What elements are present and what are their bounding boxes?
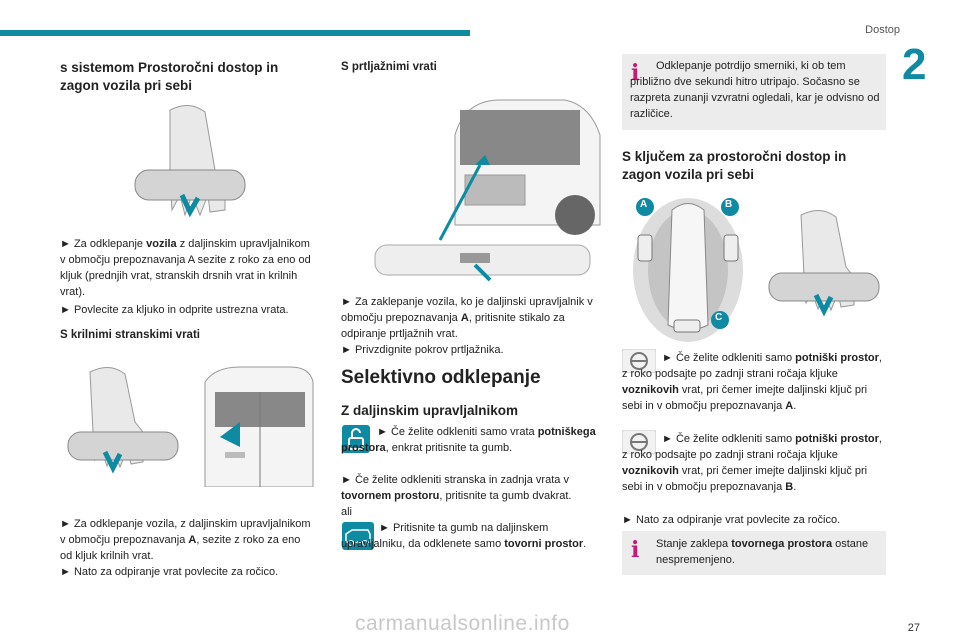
tailgate-illustration: [340, 95, 602, 285]
col1-subheading: S krilnimi stranskimi vrati: [60, 329, 200, 341]
wing-doors-illustration: [65, 362, 315, 487]
text: Stanje zaklepa: [656, 538, 732, 550]
col1-paragraph-3: ► Za odklepanje vozila, z daljinskim upr…: [60, 516, 315, 564]
text: , enkrat pritisnite ta gumb.: [385, 442, 513, 454]
text-bold: tovornega prostora: [731, 538, 833, 550]
text-bold: vozila: [146, 238, 177, 250]
text: ostane nespremenjeno.: [656, 538, 869, 566]
col2-subheading: S prtljažnimi vrati: [341, 61, 437, 73]
text-bold: potniškega prostora: [341, 426, 596, 454]
text: .: [583, 538, 587, 550]
text-bold: potniški prostor: [795, 433, 879, 445]
zone-label-c: C: [715, 312, 723, 323]
hand-handle-icon: [67, 366, 314, 487]
col2-paragraph-4: ► Če želite odkleniti stranska in zadnja…: [341, 472, 601, 504]
col1-paragraph-4: ► Nato za odpiranje vrat povlecite za ro…: [60, 566, 279, 578]
text: ► Za odklepanje: [60, 238, 147, 250]
watermark: carmanualsonline.info: [355, 612, 570, 635]
col1-title: s sistemom Prostoročni dostop in zagon v…: [60, 60, 279, 93]
info-text-2: Stanje zaklepa tovornega prostora ostane…: [656, 536, 881, 568]
detection-zones-illustration: A B C: [630, 195, 745, 345]
hand-handle-illustration: [130, 100, 250, 230]
col2-ali: ali: [341, 506, 353, 518]
info-icon: i: [631, 537, 640, 563]
hand-handle-illustration-2: [766, 205, 881, 330]
text: ► Če želite odkleniti samo: [662, 433, 796, 445]
col3-paragraph-3: ► Nato za odpiranje vrat povlecite za ro…: [622, 514, 841, 526]
text: , z roko podsajte po zadnji strani ročaj…: [622, 352, 882, 380]
text: ► Za zaklepanje vozila, ko je daljinski …: [341, 296, 593, 324]
header-bar: [0, 30, 470, 36]
hand-handle-icon: [134, 105, 246, 218]
col2-paragraph-2: ► Privzdignite pokrov prtljažnika.: [341, 344, 504, 356]
col2-paragraph-3: ► Če želite odkleniti samo vrata potnišk…: [341, 424, 601, 456]
text: vrat, pri čemer imejte daljinski ključ p…: [622, 384, 868, 412]
text: ► Če želite odkleniti samo: [662, 352, 796, 364]
text-bold: tovornem prostoru: [341, 490, 440, 502]
chapter-number: 2: [902, 40, 927, 89]
text-bold: B: [785, 481, 794, 493]
col3-paragraph-2: ► Če želite odkleniti samo potniški pros…: [622, 431, 884, 495]
text-bold: A: [460, 312, 469, 324]
steering-wheel-icon: [622, 349, 656, 373]
unlock-icon: [342, 425, 370, 453]
text: , z roko podsajte po zadnji strani ročaj…: [622, 433, 882, 461]
info-text-1: Odklepanje potrdijo smerniki, ki ob tem …: [630, 60, 880, 120]
text: , sezite z roko za eno od kljuk krilnih …: [60, 534, 301, 562]
text-bold: potniški prostor: [795, 352, 879, 364]
section-label: Dostop: [865, 24, 900, 36]
hand-handle-icon: [768, 210, 880, 317]
col3-paragraph-1: ► Če želite odkleniti samo potniški pros…: [622, 350, 884, 414]
col2-subheading-2: Z daljinskim upravljalnikom: [341, 403, 519, 418]
steering-wheel-icon: [622, 430, 656, 454]
text-bold: tovorni prostor: [504, 538, 584, 550]
van-rear-icon: [204, 366, 314, 487]
text: vrat, pri čemer imejte daljinski ključ p…: [622, 465, 868, 493]
text-bold: A: [188, 534, 197, 546]
text: ► Pritisnite ta gumb na daljinskem uprav…: [341, 522, 549, 550]
zone-label-a: A: [640, 199, 648, 210]
col2-paragraph-5: ► Pritisnite ta gumb na daljinskem uprav…: [341, 520, 601, 552]
text-bold: voznikovih: [622, 465, 679, 477]
col2-paragraph-1: ► Za zaklepanje vozila, ko je daljinski …: [341, 294, 601, 342]
text: ► Če želite odkleniti samo vrata: [377, 426, 538, 438]
zone-label-b: B: [725, 199, 733, 210]
col1-paragraph-1: ► Za odklepanje vozila z daljinskim upra…: [60, 236, 315, 300]
info-box-1: i Odklepanje potrdijo smerniki, ki ob te…: [622, 54, 886, 130]
text: .: [793, 481, 797, 493]
text: , pritisnite stikalo za odpiranje prtlja…: [341, 312, 565, 340]
text: z daljinskim upravljalnikom v območju pr…: [60, 238, 311, 298]
col1-paragraph-2: ► Povlecite za kljuko in odprite ustrezn…: [60, 304, 289, 316]
text-bold: A: [785, 400, 794, 412]
text: ► Za odklepanje vozila, z daljinskim upr…: [60, 518, 311, 546]
tailgate-icon: [374, 99, 601, 282]
page-number: 27: [907, 622, 920, 634]
text-bold: voznikovih: [622, 384, 679, 396]
col3-title: S ključem za prostoročni dostop in zagon…: [622, 149, 847, 182]
text: .: [793, 400, 797, 412]
text: ► Če želite odkleniti stranska in zadnja…: [341, 474, 569, 486]
info-icon: i: [631, 60, 640, 86]
text: , pritisnite ta gumb dvakrat.: [439, 490, 572, 502]
col2-title: Selektivno odklepanje: [341, 367, 541, 388]
info-box-2: i Stanje zaklepa tovornega prostora osta…: [622, 531, 886, 575]
van-icon: [342, 522, 374, 550]
